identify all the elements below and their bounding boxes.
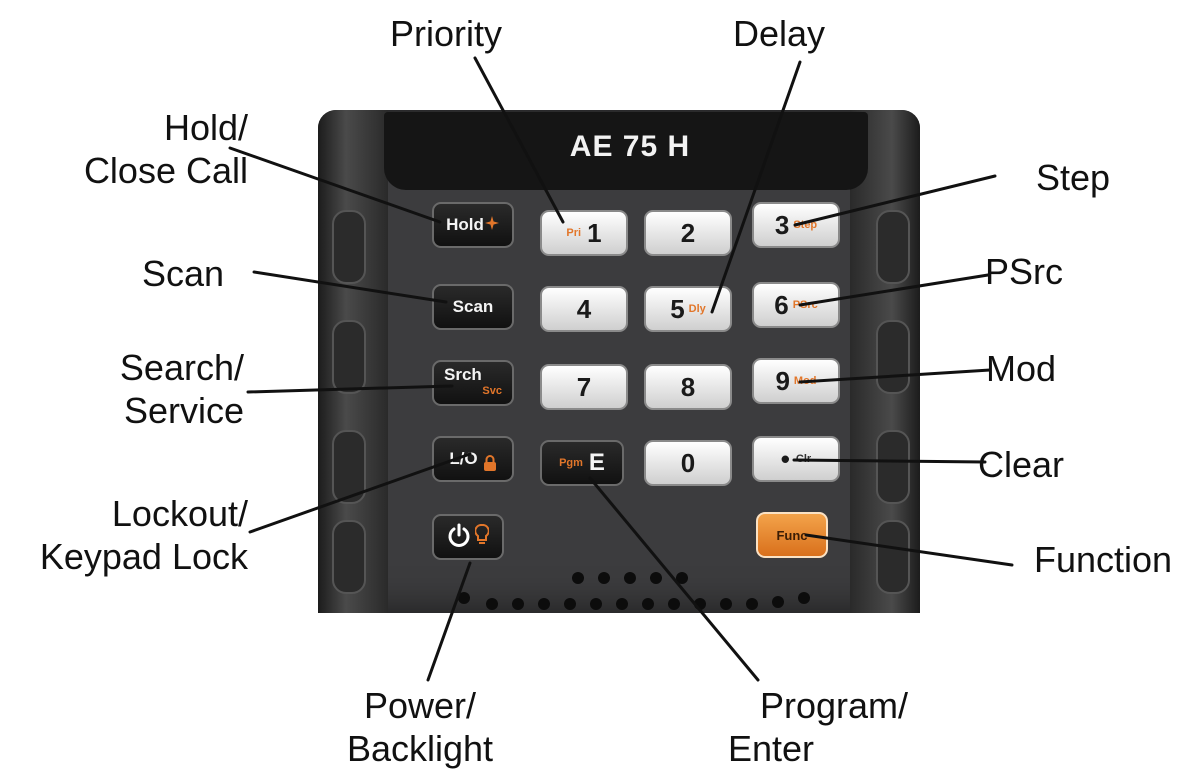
power-leader <box>428 563 470 680</box>
hold-close-call-label: Hold/ Close Call <box>40 106 248 192</box>
clear-leader <box>794 460 985 462</box>
clear-label: Clear <box>978 443 1064 486</box>
function-leader <box>806 535 1012 565</box>
step-leader <box>795 176 995 225</box>
delay-label: Delay <box>733 12 825 55</box>
step-label: Step <box>1036 156 1110 199</box>
priority-leader <box>475 58 563 222</box>
psrc-label: PSrc <box>985 250 1063 293</box>
priority-label: Priority <box>390 12 502 55</box>
psrc-leader <box>800 275 988 305</box>
program-leader <box>590 478 758 680</box>
search-service-label: Search/ Service <box>60 346 244 432</box>
function-label: Function <box>1034 538 1172 581</box>
lockout-leader <box>250 454 470 532</box>
scan-leader <box>254 272 446 302</box>
mod-leader <box>800 370 990 382</box>
search-leader <box>248 386 452 392</box>
power-backlight-label: Power/ Backlight <box>320 684 520 770</box>
lockout-keypad-lock-label: Lockout/ Keypad Lock <box>6 492 248 578</box>
scan-label: Scan <box>142 252 224 295</box>
program-enter-label: Program/ Enter <box>728 684 908 770</box>
mod-label: Mod <box>986 347 1056 390</box>
delay-leader <box>712 62 800 312</box>
hold-leader <box>230 148 440 222</box>
